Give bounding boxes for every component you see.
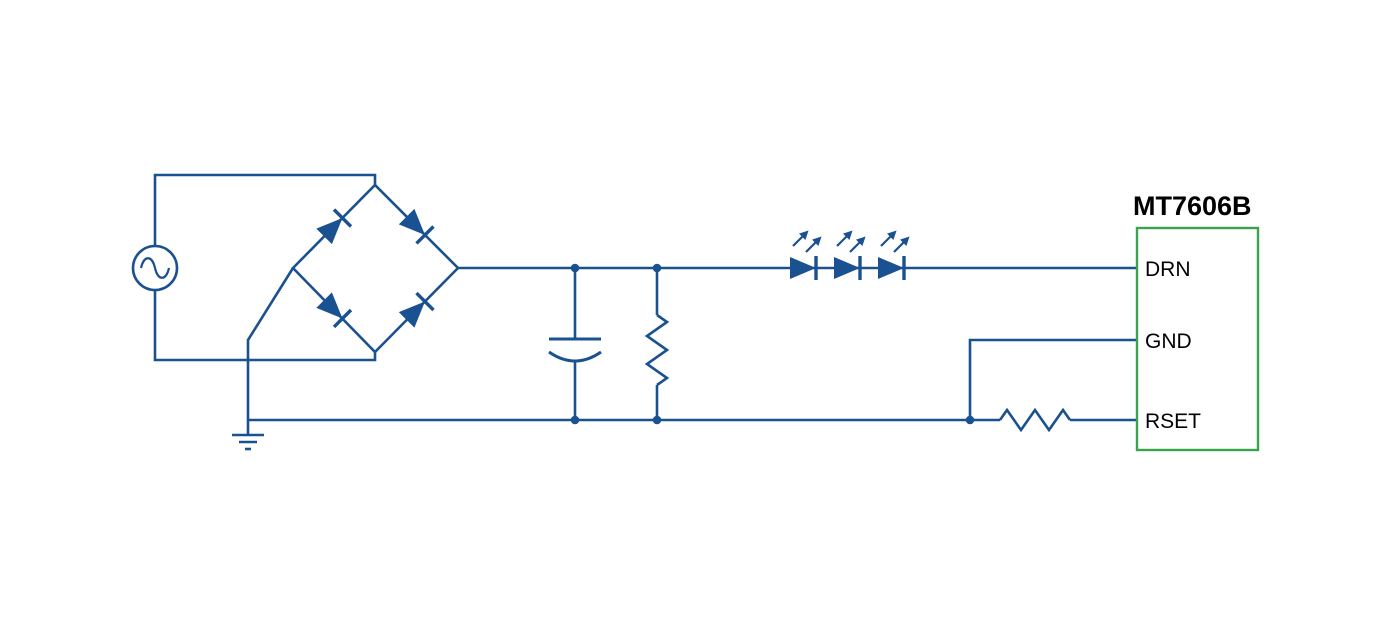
bleeder-resistor-icon xyxy=(644,313,670,387)
ic-block: MT7606B DRN GND RSET xyxy=(1133,191,1260,452)
rset-resistor-icon xyxy=(998,407,1072,433)
led-string-icon xyxy=(788,226,914,282)
ic-title: MT7606B xyxy=(1133,191,1252,221)
wire-ac-bottom xyxy=(153,290,377,362)
wire-bridge-neg-to-ground xyxy=(246,267,295,420)
pin-label-drn: DRN xyxy=(1145,258,1191,281)
bridge-rectifier-icon xyxy=(291,183,460,354)
ac-source-icon xyxy=(131,244,179,292)
ic-body xyxy=(1135,226,1260,452)
pin-label-gnd: GND xyxy=(1145,330,1192,353)
pin-label-rset: RSET xyxy=(1145,410,1201,433)
wire-gnd-branch xyxy=(968,338,1137,420)
wire-ac-top xyxy=(153,173,377,246)
junction-dots xyxy=(570,263,975,425)
filter-capacitor-icon xyxy=(548,337,602,363)
wires xyxy=(153,173,1137,422)
ground-icon xyxy=(232,420,264,451)
